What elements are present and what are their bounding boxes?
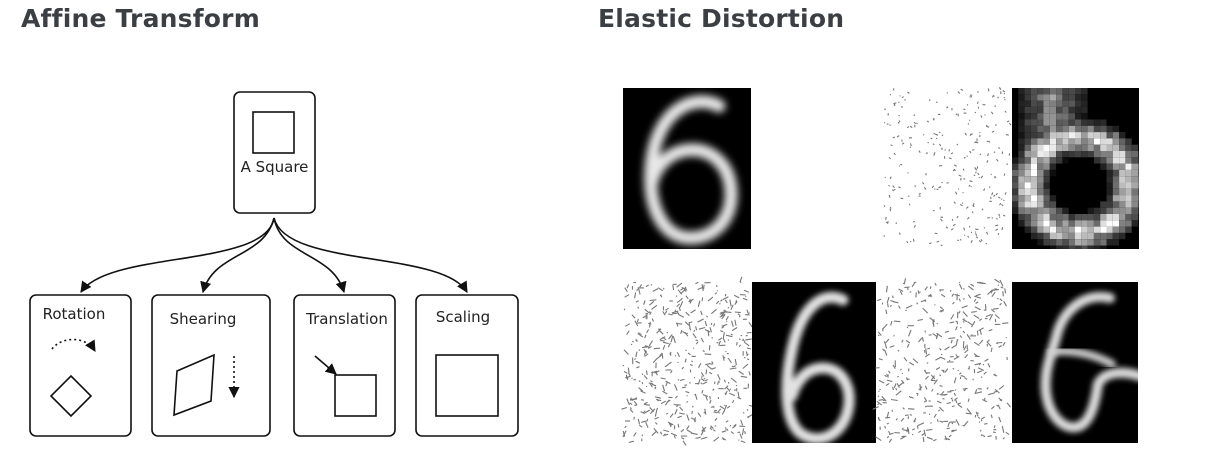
distorted-digit-image-d bbox=[1012, 282, 1138, 443]
rotation-label: Rotation bbox=[43, 305, 106, 323]
square-node: A Square bbox=[233, 91, 316, 214]
translation-label: Translation bbox=[305, 310, 388, 328]
rotated-square-shape bbox=[49, 374, 93, 418]
translation-arrow-icon bbox=[314, 355, 337, 375]
translated-square-shape bbox=[334, 374, 377, 417]
scaling-node: Scaling bbox=[415, 294, 519, 437]
square-node-label: A Square bbox=[241, 158, 309, 176]
arrow-to-shearing bbox=[200, 217, 275, 294]
pixelated-distorted-digit-image bbox=[1012, 88, 1139, 249]
elastic-figure bbox=[621, 87, 1139, 446]
affine-transform-title: Affine Transform bbox=[21, 4, 260, 33]
arrow-to-translation bbox=[273, 217, 347, 294]
distorted-digit-image-c bbox=[752, 282, 876, 443]
scaled-square-shape bbox=[435, 354, 499, 417]
arrow-to-rotation bbox=[80, 217, 275, 293]
displacement-field-b bbox=[883, 87, 1012, 247]
arrow-to-scaling bbox=[273, 217, 468, 293]
displacement-field-c bbox=[621, 276, 754, 446]
rotation-node: Rotation bbox=[29, 294, 132, 437]
scaling-label: Scaling bbox=[436, 308, 490, 326]
sheared-square-shape bbox=[173, 353, 215, 417]
rotation-arrow-icon bbox=[51, 338, 96, 352]
connector-arrows bbox=[80, 217, 468, 294]
shearing-label: Shearing bbox=[170, 310, 237, 328]
translation-node: Translation bbox=[293, 294, 396, 437]
displacement-field-d bbox=[872, 278, 1011, 443]
original-digit-image bbox=[623, 88, 751, 249]
square-shape bbox=[252, 111, 295, 154]
shearing-node: Shearing bbox=[151, 294, 271, 437]
elastic-distortion-title: Elastic Distortion bbox=[598, 4, 845, 33]
affine-diagram: A Square Rotation Shearing Translation bbox=[29, 91, 519, 437]
